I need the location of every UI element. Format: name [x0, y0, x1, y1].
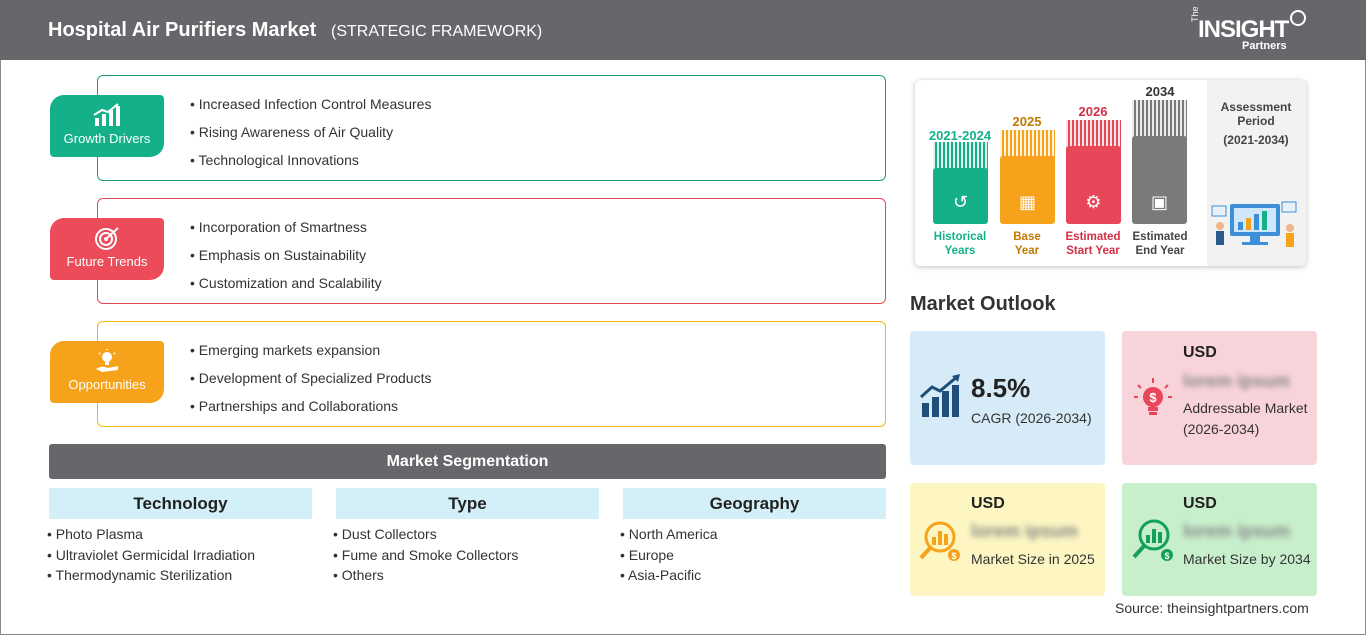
assessment-period: (2021-2034) — [1223, 133, 1289, 147]
end-caption-2: End Year — [1135, 245, 1185, 257]
svg-text:$: $ — [1164, 551, 1169, 561]
addressable-value: lorem ipsum — [1183, 371, 1291, 391]
start-bar-stripes — [1066, 120, 1121, 148]
logo-main: INSIGHT — [1198, 16, 1289, 43]
growth-drivers-box: Increased Infection Control Measures Ris… — [97, 75, 886, 181]
list-item: Others — [333, 566, 518, 587]
technology-list: Photo Plasma Ultraviolet Germicidal Irra… — [47, 525, 255, 587]
analytics-illustration-icon — [1211, 201, 1297, 247]
list-item: North America — [620, 525, 718, 546]
addressable-market-card: USD lorem ipsum Addressable Market (2026… — [1122, 331, 1317, 465]
growth-drivers-label: Growth Drivers — [63, 131, 151, 146]
market-segmentation-bar: Market Segmentation — [49, 444, 886, 479]
start-bar — [1066, 146, 1121, 224]
type-heading: Type — [336, 488, 599, 519]
future-trends-list: Incorporation of Smartness Emphasis on S… — [190, 217, 382, 301]
base-bar — [1000, 156, 1055, 224]
market-size-2034-card: USD lorem ipsum Market Size by 2034 $ — [1122, 483, 1317, 596]
end-caption-1: Estimated — [1132, 231, 1188, 243]
list-item: Rising Awareness of Air Quality — [190, 122, 431, 150]
addressable-currency: USD — [1183, 344, 1217, 361]
list-item: Increased Infection Control Measures — [190, 94, 432, 122]
page-title: Hospital Air Purifiers Market — [48, 19, 317, 41]
base-caption-1: Base — [1013, 231, 1041, 243]
cagr-card: 8.5% CAGR (2026-2034) — [910, 331, 1105, 465]
list-item: Technological Innovations — [190, 150, 431, 178]
future-trends-badge: Future Trends — [50, 218, 164, 280]
monitor-icon: ▣ — [1150, 192, 1168, 212]
assessment-title: Assessment Period — [1220, 100, 1292, 128]
source-note: Source: theinsightpartners.com — [1115, 600, 1309, 616]
start-caption-1: Estimated — [1065, 231, 1121, 243]
opportunities-list: Emerging markets expansion Development o… — [190, 340, 432, 424]
lightbulb-hand-icon — [96, 349, 118, 372]
size-2025-label: Market Size in 2025 — [971, 551, 1095, 567]
cagr-value: 8.5% — [971, 373, 1031, 403]
list-item: Customization and Scalability — [190, 273, 382, 301]
growth-chart-icon — [93, 103, 120, 126]
start-year-label: 2026 — [1078, 104, 1108, 119]
end-bar-stripes — [1132, 100, 1187, 138]
opportunities-box: Emerging markets expansion Development o… — [97, 321, 886, 427]
logo-partners: Partners — [1242, 40, 1287, 52]
page-subtitle: (STRATEGIC FRAMEWORK) — [331, 23, 543, 40]
svg-text:$: $ — [951, 551, 956, 561]
type-list: Dust Collectors Fume and Smoke Collector… — [333, 525, 519, 587]
list-item: Photo Plasma — [47, 525, 255, 546]
logo-ring-icon — [1290, 10, 1306, 26]
list-item: Partnerships and Collaborations — [190, 396, 431, 424]
start-icon: ⚙ — [1085, 192, 1102, 212]
cagr-label: CAGR (2026-2034) — [971, 410, 1092, 426]
start-caption-2: Start Year — [1066, 245, 1120, 257]
future-trends-label: Future Trends — [66, 254, 148, 269]
list-item: Asia-Pacific — [620, 566, 718, 587]
list-item: Emphasis on Sustainability — [190, 245, 382, 273]
header-bar: Hospital Air Purifiers Market (STRATEGIC… — [0, 0, 1366, 60]
size-2025-currency: USD — [971, 495, 1005, 512]
growth-drivers-badge: Growth Drivers — [50, 95, 164, 157]
base-year-label: 2025 — [1012, 114, 1042, 129]
end-year-label: 2034 — [1145, 84, 1175, 99]
calendar-icon: ▦ — [1018, 192, 1036, 212]
history-icon: ↺ — [952, 192, 969, 212]
opportunities-badge: Opportunities — [50, 341, 164, 403]
technology-heading: Technology — [49, 488, 312, 519]
list-item: Incorporation of Smartness — [190, 217, 382, 245]
size-2034-label: Market Size by 2034 — [1183, 551, 1311, 567]
future-trends-box: Incorporation of Smartness Emphasis on S… — [97, 198, 886, 304]
list-item: Emerging markets expansion — [190, 340, 431, 368]
size-2025-value: lorem ipsum — [971, 521, 1079, 541]
historical-year-label: 2021-2024 — [928, 128, 992, 143]
growth-drivers-list: Increased Infection Control Measures Ris… — [190, 94, 432, 178]
svg-text:$: $ — [1149, 390, 1157, 405]
list-item: Ultraviolet Germicidal Irradiation — [47, 546, 255, 567]
magnifier-coin-icon: $ — [919, 521, 960, 561]
historical-caption-2: Years — [944, 245, 976, 257]
cagr-chart-icon — [919, 374, 960, 417]
opportunities-label: Opportunities — [68, 377, 146, 392]
list-item: Thermodynamic Sterilization — [47, 566, 255, 587]
base-bar-stripes — [1000, 130, 1055, 158]
list-item: Fume and Smoke Collectors — [333, 546, 519, 567]
size-2034-currency: USD — [1183, 495, 1217, 512]
list-item: Development of Specialized Products — [190, 368, 432, 396]
money-bulb-icon: $ — [1134, 378, 1172, 415]
market-outlook-title: Market Outlook — [910, 293, 1056, 315]
historical-caption-1: Historical — [933, 231, 987, 243]
historical-bar — [933, 168, 988, 224]
addressable-label: Addressable Market (2026-2034) — [1183, 400, 1308, 437]
target-icon — [95, 227, 119, 250]
geography-list: North America Europe Asia-Pacific — [620, 525, 718, 587]
geography-heading: Geography — [623, 488, 886, 519]
magnifier-chart-icon: $ — [1132, 519, 1173, 561]
end-bar — [1132, 136, 1187, 224]
list-item: Dust Collectors — [333, 525, 518, 546]
size-2034-value: lorem ipsum — [1183, 521, 1291, 541]
base-caption-2: Year — [1014, 245, 1040, 257]
historical-bar-stripes — [933, 142, 988, 170]
list-item: Europe — [620, 546, 718, 567]
insight-partners-logo: The INSIGHT Partners — [1190, 6, 1310, 54]
market-size-2025-card: USD lorem ipsum Market Size in 2025 $ — [910, 483, 1105, 596]
